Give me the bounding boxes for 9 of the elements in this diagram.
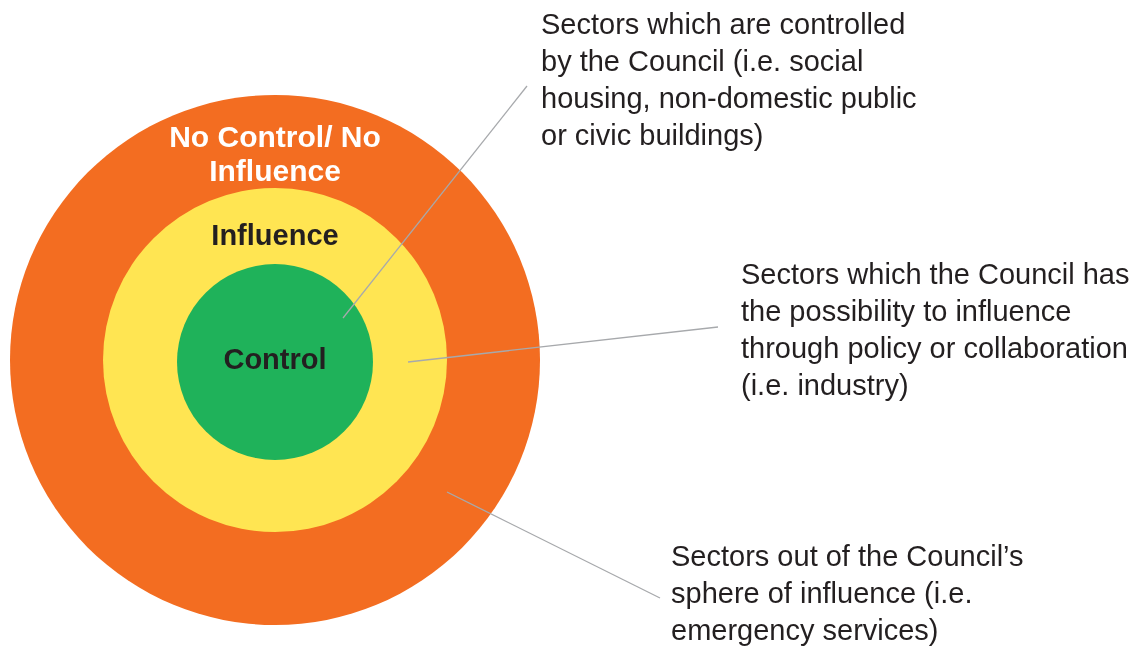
leader-line [407,326,719,363]
annotation-text: Sectors which the Council has the possibility to influence through policy or collaboration (i.e. industry) [741,256,1136,404]
ring-label: No Control/ No Influence [168,120,382,188]
annotation-text: Sectors out of the Council’s sphere of influence (i.e. emergency services) [671,538,1046,649]
leader-line [342,85,528,319]
ring-label: Influence [210,218,340,252]
annotation-text: Sectors which are controlled by the Council (i.e. social housing, non-domestic public or civic buildings) [541,6,936,154]
ring-label: Control [222,342,328,376]
leader-line [446,491,661,599]
